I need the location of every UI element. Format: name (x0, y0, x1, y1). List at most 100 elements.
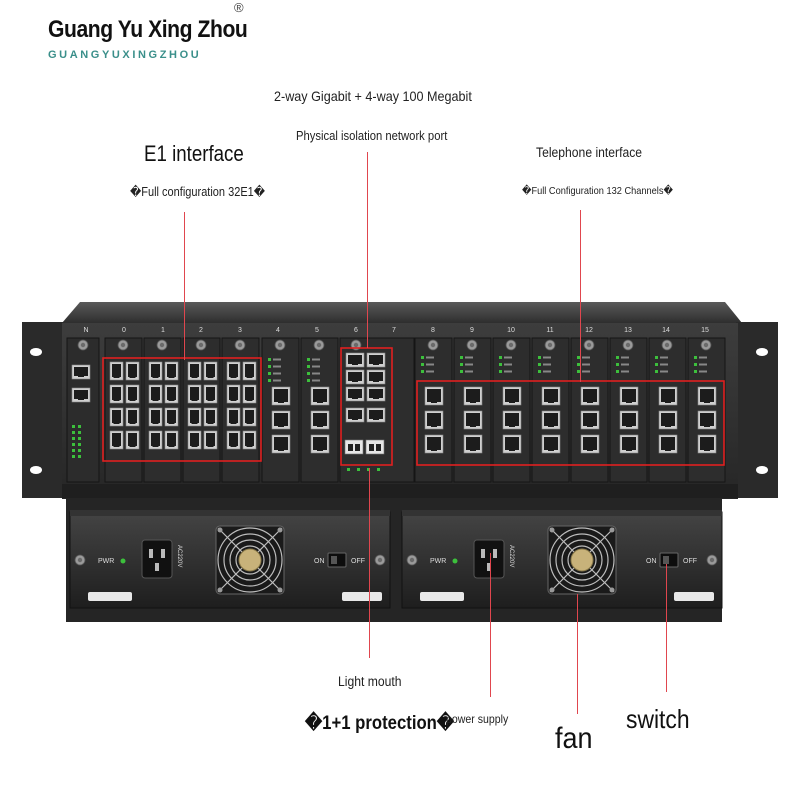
sfp-port (365, 439, 385, 455)
slot-number: 0 (122, 327, 126, 334)
on-label: ON (646, 558, 657, 565)
status-led (655, 370, 658, 373)
slot-number: 11 (546, 327, 553, 334)
slot-number: 12 (585, 327, 593, 334)
slot-number: 9 (470, 327, 474, 334)
status-led (694, 363, 697, 366)
status-led (499, 363, 502, 366)
status-led (538, 363, 541, 366)
registered-mark: ® (234, 0, 244, 15)
sfp-port (344, 439, 364, 455)
callout-protection: �1+1 protection� (305, 713, 455, 734)
telephone-card (687, 337, 726, 483)
callout-fan: fan (555, 722, 593, 755)
status-led (655, 363, 658, 366)
network-card (300, 337, 339, 483)
network-card (261, 337, 300, 483)
telephone-card (570, 337, 609, 483)
slot-number: 13 (624, 327, 632, 334)
slot-number: 3 (238, 327, 242, 334)
off-label: OFF (351, 558, 365, 565)
telephone-card (492, 337, 531, 483)
status-led (460, 356, 463, 359)
callout-light-mouth: Light mouth (338, 674, 402, 689)
leader-e1 (184, 212, 185, 360)
callout-power-supply: power supply (446, 712, 509, 726)
status-led (577, 363, 580, 366)
slot-number: 7 (392, 327, 396, 334)
status-led (499, 370, 502, 373)
slot-number: N (83, 327, 88, 334)
telephone-card (453, 337, 492, 483)
control-card (66, 337, 100, 483)
slot-number: 10 (507, 327, 515, 334)
rack-ear-left (22, 322, 64, 498)
slot-number: 4 (276, 327, 280, 334)
network-port-highlight (340, 347, 393, 466)
status-led (268, 379, 271, 382)
status-led (499, 356, 502, 359)
e1-card (143, 337, 182, 483)
power-led (120, 558, 126, 564)
status-led (460, 370, 463, 373)
leader-light-mouth (369, 468, 370, 658)
power-supply-module-left: PWR AC220V ON OFF (69, 510, 391, 609)
status-led (307, 358, 310, 361)
leader-network-port (367, 152, 368, 348)
rack-ear-right (736, 322, 778, 498)
status-led (421, 356, 424, 359)
telephone-card (531, 337, 570, 483)
on-label: ON (314, 558, 325, 565)
status-led (421, 363, 424, 366)
callout-e1-interface: E1 interface (144, 141, 244, 166)
pull-handle (420, 592, 464, 601)
status-led (616, 356, 619, 359)
ac-rating-label: AC220V (508, 545, 514, 567)
leader-switch (666, 564, 667, 692)
slot-number: 5 (315, 327, 319, 334)
pull-handle (88, 592, 132, 601)
telephone-card (609, 337, 648, 483)
status-led (268, 358, 271, 361)
telephone-card (414, 337, 453, 483)
callout-e1-config: �Full configuration 32E1� (130, 185, 266, 199)
leader-power-supply (490, 553, 491, 697)
status-led (616, 363, 619, 366)
status-led (460, 363, 463, 366)
pull-handle (342, 592, 382, 601)
status-led (538, 356, 541, 359)
slot-number: 6 (354, 327, 358, 334)
status-led (268, 372, 271, 375)
pwr-label: PWR (430, 558, 446, 565)
leader-telephone (580, 210, 581, 382)
status-led (307, 372, 310, 375)
slot-number: 14 (662, 327, 670, 334)
status-led (616, 370, 619, 373)
ac-rating-label: AC220V (176, 545, 182, 567)
e1-card (182, 337, 221, 483)
callout-switch: switch (626, 704, 690, 734)
slot-number: 2 (199, 327, 203, 334)
status-led (577, 356, 580, 359)
switch-card (339, 337, 415, 483)
leader-fan (577, 594, 578, 714)
e1-interface-highlight (102, 357, 262, 462)
e1-card (104, 337, 143, 483)
status-led (577, 370, 580, 373)
slot-number: 1 (161, 327, 165, 334)
callout-telephone-config: �Full Configuration 132 Channels� (522, 185, 673, 197)
slot-number: 15 (701, 327, 709, 334)
callout-telephone-interface: Telephone interface (536, 145, 643, 160)
pwr-label: PWR (98, 558, 114, 565)
chassis-top (62, 302, 742, 323)
off-label: OFF (683, 558, 697, 565)
status-led (655, 356, 658, 359)
brand-name: Guang Yu Xing Zhou (48, 16, 248, 43)
status-led (538, 370, 541, 373)
status-led (307, 365, 310, 368)
pull-handle (674, 592, 714, 601)
status-led (694, 356, 697, 359)
telephone-card (648, 337, 687, 483)
